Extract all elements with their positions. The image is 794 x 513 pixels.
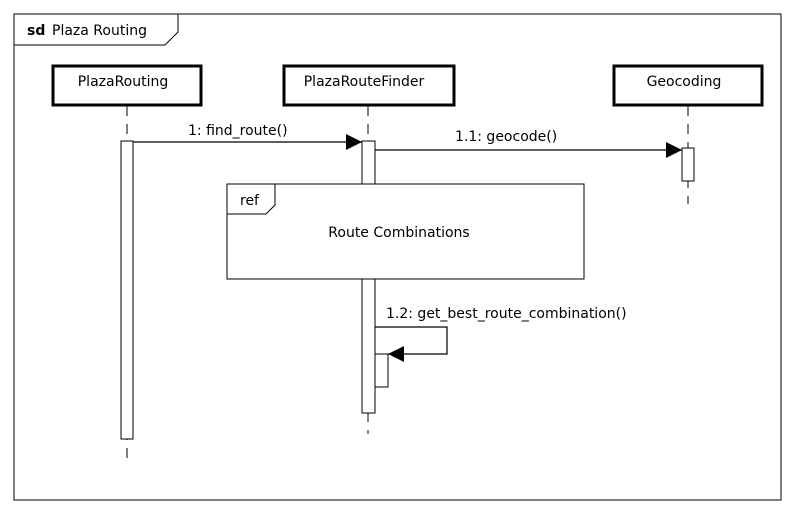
ref-fragment-box xyxy=(226,183,585,280)
lifeline-head-box xyxy=(51,64,203,107)
frame-keyword: sd xyxy=(27,23,45,39)
nested-activation-bar xyxy=(374,353,389,388)
lifeline-head-label: Geocoding xyxy=(647,74,722,90)
ref-fragment-keyword: ref xyxy=(240,193,260,209)
message-find-route[interactable]: 1: find_route() xyxy=(133,123,362,150)
message-get-best-route-combination[interactable]: 1.2: get_best_route_combination() xyxy=(375,306,627,362)
lifeline-geocoding[interactable]: Geocoding xyxy=(612,64,764,204)
ref-fragment[interactable]: ref Route Combinations xyxy=(226,183,585,280)
message-label: 1.2: get_best_route_combination() xyxy=(386,306,627,322)
diagram-frame xyxy=(13,13,782,501)
lifeline-head-box xyxy=(282,64,456,107)
lifeline-head-label: PlazaRouteFinder xyxy=(304,74,425,90)
lifeline-head-label: PlazaRouting xyxy=(78,74,169,90)
activation-bar xyxy=(681,147,695,182)
frame-label-tab xyxy=(14,14,179,46)
activation-bar xyxy=(120,140,134,440)
message-label: 1.1: geocode() xyxy=(455,129,557,145)
message-arrow xyxy=(375,326,448,362)
message-geocode[interactable]: 1.1: geocode() xyxy=(375,129,682,158)
ref-fragment-label: Route Combinations xyxy=(328,225,469,241)
lifeline-head-box xyxy=(612,64,764,107)
lifeline-plaza-routing[interactable]: PlazaRouting xyxy=(51,64,203,460)
ref-fragment-tab xyxy=(227,184,276,215)
frame-title: Plaza Routing xyxy=(52,23,147,39)
message-label: 1: find_route() xyxy=(188,123,288,139)
